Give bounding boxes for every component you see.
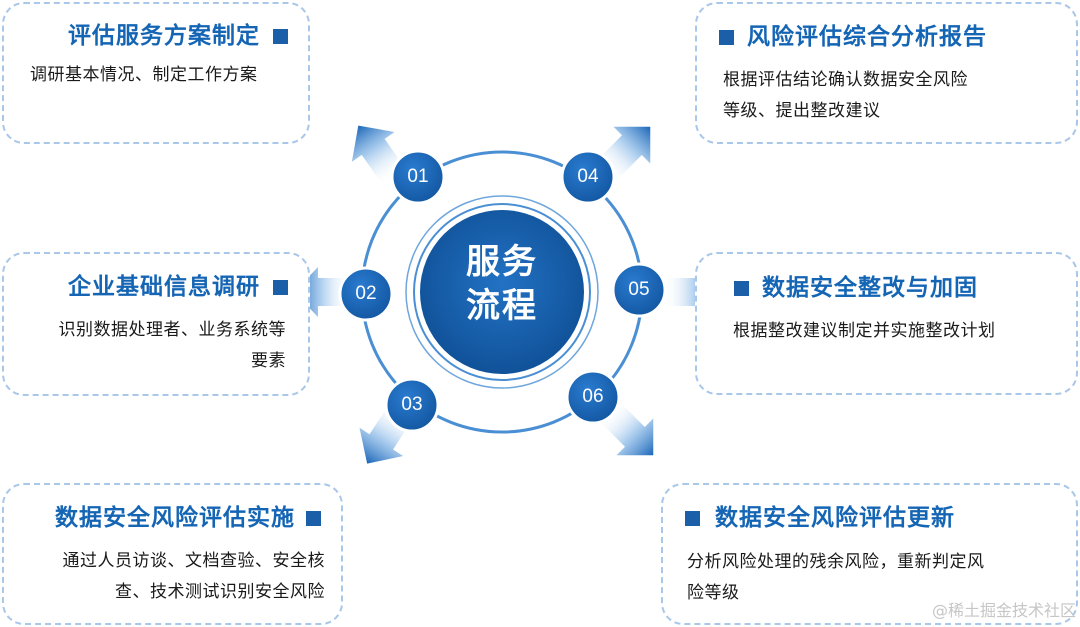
step-title-04: 风险评估综合分析报告 [747, 24, 987, 50]
square-bullet-icon [306, 511, 321, 526]
step-circle-06 [565, 369, 621, 425]
step-desc-02-line2: 要素 [251, 351, 286, 371]
center-circle [420, 210, 584, 374]
step-desc-03-line2: 查、技术测试识别安全风险 [115, 582, 325, 602]
step-box-02: 企业基础信息调研 识别数据处理者、业务系统等 要素 [2, 252, 310, 396]
step-number-06: 06 [582, 386, 604, 407]
center-label-line1: 服务 [466, 242, 538, 282]
step-box-03: 数据安全风险评估实施 通过人员访谈、文档查验、安全核 查、技术测试识别安全风险 [2, 483, 343, 625]
step-desc-05: 根据整改建议制定并实施整改计划 [733, 316, 996, 347]
step-desc-02-line1: 识别数据处理者、业务系统等 [58, 320, 286, 340]
step-number-04: 04 [577, 166, 599, 187]
middle-ring [405, 195, 599, 389]
step-desc-03: 通过人员访谈、文档查验、安全核 查、技术测试识别安全风险 [18, 546, 325, 608]
step-title-02: 企业基础信息调研 [68, 274, 260, 300]
square-bullet-icon [273, 29, 288, 44]
step-circle-03 [384, 377, 440, 433]
step-circle-02 [338, 266, 394, 322]
step-box-04: 风险评估综合分析报告 根据评估结论确认数据安全风险 等级、提出整改建议 [695, 2, 1078, 144]
center-label: 服务 流程 [437, 240, 567, 328]
step-desc-01: 调研基本情况、制定工作方案 [30, 60, 258, 91]
step-desc-02: 识别数据处理者、业务系统等 要素 [20, 315, 286, 377]
step-title-06: 数据安全风险评估更新 [715, 505, 955, 531]
step-desc-03-line1: 通过人员访谈、文档查验、安全核 [62, 551, 325, 571]
step-title-05: 数据安全整改与加固 [762, 275, 978, 301]
step-number-05: 05 [628, 279, 650, 300]
step-box-06: 数据安全风险评估更新 分析风险处理的残余风险，重新判定风 险等级 [661, 483, 1078, 625]
step-box-05: 数据安全整改与加固 根据整改建议制定并实施整改计划 [695, 252, 1078, 395]
step-title-01: 评估服务方案制定 [68, 23, 260, 49]
step-box-01: 评估服务方案制定 调研基本情况、制定工作方案 [2, 2, 310, 144]
step-desc-04-line1: 根据评估结论确认数据安全风险 [723, 70, 968, 90]
square-bullet-icon [685, 511, 700, 526]
step-circle-05 [611, 262, 667, 318]
step-desc-04: 根据评估结论确认数据安全风险 等级、提出整改建议 [723, 65, 968, 127]
square-bullet-icon [273, 280, 288, 295]
step-desc-06-line1: 分析风险处理的残余风险，重新判定风 [687, 552, 985, 572]
square-bullet-icon [734, 281, 749, 296]
step-desc-05-line1: 根据整改建议制定并实施整改计划 [733, 321, 996, 341]
step-title-03: 数据安全风险评估实施 [55, 505, 295, 531]
step-number-02: 02 [355, 283, 377, 304]
step-number-01: 01 [407, 166, 429, 187]
step-desc-04-line2: 等级、提出整改建议 [723, 101, 881, 121]
step-desc-06: 分析风险处理的残余风险，重新判定风 险等级 [687, 547, 985, 609]
square-bullet-icon [719, 30, 734, 45]
step-number-03: 03 [401, 394, 423, 415]
center-label-line2: 流程 [466, 286, 538, 326]
watermark: @稀土掘金技术社区 [931, 601, 1076, 620]
step-desc-06-line2: 险等级 [687, 583, 740, 603]
step-circle-01 [390, 149, 446, 205]
step-desc-01-line1: 调研基本情况、制定工作方案 [30, 65, 258, 85]
step-circle-04 [560, 149, 616, 205]
